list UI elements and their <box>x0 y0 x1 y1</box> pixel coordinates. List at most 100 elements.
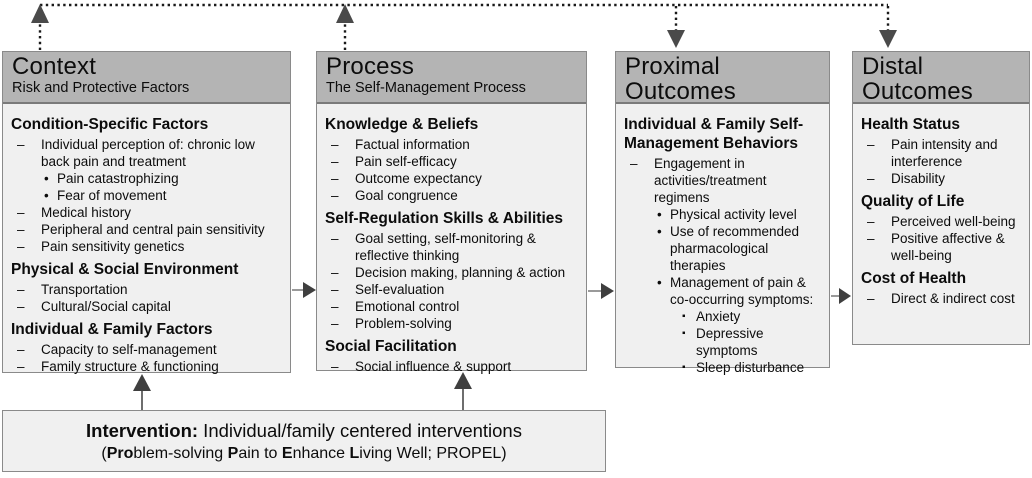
panel-context-header: Context Risk and Protective Factors <box>3 52 290 104</box>
text-segment: L <box>349 444 360 462</box>
list-item: –Goal congruence <box>325 187 580 204</box>
list-item-text: Pain intensity and interference <box>891 137 998 169</box>
intervention-acronym-line: (Problem-solving Pain to Enhance Living … <box>101 443 506 464</box>
bullet-marker: – <box>867 291 875 306</box>
list-item: – Pain self-efficacy <box>325 153 580 170</box>
list-item: – Engagement in activities/treatment regi… <box>624 155 823 206</box>
list-item: – Cultural/Social capital <box>11 298 284 315</box>
bullet-marker: – <box>331 316 339 331</box>
list-item-text: Goal setting, self-monitoring & reflecti… <box>355 231 536 263</box>
bullet-marker: – <box>331 282 339 297</box>
panel-process: Process The Self-Management Process Know… <box>316 51 587 374</box>
panel-process-body: Knowledge & Beliefs–Factual information–… <box>317 104 586 379</box>
bullet-marker: – <box>630 156 638 171</box>
bullet-marker: – <box>331 265 339 280</box>
list-item: ▪ Depressive symptoms <box>624 325 823 359</box>
bullet-marker: • <box>657 207 662 222</box>
section-heading: Cost of Health <box>861 270 967 287</box>
bullet-marker: • <box>657 275 662 290</box>
bullet-marker: – <box>867 231 875 246</box>
bullet-marker: – <box>17 137 25 152</box>
list-item-text: Perceived well-being <box>891 214 1016 229</box>
list-item: – Capacity to self-management <box>11 341 284 358</box>
list-item: –Transportation <box>11 281 284 298</box>
list-item-text: Physical activity level <box>670 207 797 222</box>
bullet-marker: – <box>867 171 875 186</box>
section-heading: Individual & Family Factors <box>11 321 213 338</box>
list-item: ▪Anxiety <box>624 308 823 325</box>
list-item: –Medical history <box>11 204 284 221</box>
list-item: –Goal setting, self-monitoring & reflect… <box>325 230 580 264</box>
list-item-text: Factual information <box>355 137 470 152</box>
bullet-marker: – <box>17 299 25 314</box>
panel-distal-outcomes-header: Distal Outcomes <box>853 52 1029 104</box>
bullet-marker: ▪ <box>682 311 686 322</box>
list-item-text: Capacity to self-management <box>41 342 217 357</box>
panel-title: Proximal Outcomes <box>625 53 736 104</box>
text-segment: iving Well; PROPEL) <box>359 444 507 462</box>
list-item-text: Decision making, planning & action <box>355 265 566 280</box>
list-item: –Family structure & functioning <box>11 358 284 375</box>
up-arrowhead-process <box>336 4 354 23</box>
list-item: – Emotional control <box>325 298 580 315</box>
text-segment: Intervention: <box>86 419 199 441</box>
list-item-text: Self-evaluation <box>355 282 445 297</box>
list-item-text: Pain self-efficacy <box>355 154 457 169</box>
list-item: •Pain catastrophizing <box>11 170 284 187</box>
bullet-marker: – <box>17 342 25 357</box>
bullet-marker: – <box>867 214 875 229</box>
panel-title: Context <box>12 53 97 80</box>
section-heading: Knowledge & Beliefs <box>325 116 479 133</box>
list-item-text: Engagement in activities/treatment regim… <box>654 156 767 205</box>
panel-context: Context Risk and Protective Factors Cond… <box>2 51 291 375</box>
list-item-text: Pain catastrophizing <box>57 171 179 186</box>
list-item: • Management of pain & co-occurring sympt… <box>624 274 823 308</box>
bullet-marker: – <box>331 137 339 152</box>
list-item-text: Depressive symptoms <box>696 326 764 358</box>
list-item-text: Emotional control <box>355 299 460 314</box>
section-heading: Social Facilitation <box>325 338 457 355</box>
panel-title: Process <box>326 53 415 80</box>
list-item-text: Fear of movement <box>57 188 167 203</box>
panel-title: Distal Outcomes <box>862 53 973 104</box>
bullet-marker: • <box>44 188 49 203</box>
text-segment: Pro <box>106 444 134 462</box>
text-segment: ( <box>101 444 107 462</box>
bullet-marker: – <box>331 299 339 314</box>
list-item-text: Outcome expectancy <box>355 171 482 186</box>
panel-distal-outcomes: Distal Outcomes Health Status–Pain inten… <box>852 51 1030 345</box>
text-segment: blem-solving <box>133 444 228 462</box>
text-segment: nhance <box>292 444 350 462</box>
list-item-text: Goal congruence <box>355 188 458 203</box>
list-item: –Peripheral and central pain sensitivity <box>11 221 284 238</box>
section-heading: Condition-Specific Factors <box>11 116 209 133</box>
list-item-text: Family structure & functioning <box>41 359 219 374</box>
bullet-marker: – <box>331 154 339 169</box>
list-item-text: Individual perception of: chronic low ba… <box>41 137 255 169</box>
list-item: ▪Sleep disturbance <box>624 359 823 376</box>
list-item: – Decision making, planning & action <box>325 264 580 281</box>
text-segment: E <box>281 444 293 462</box>
list-item: –Disability <box>861 170 1023 187</box>
text-segment: Individual/family centered interventions <box>198 419 522 441</box>
list-item: – Individual perception of: chronic low b… <box>11 136 284 170</box>
list-item: –Pain sensitivity genetics <box>11 238 284 255</box>
panel-proximal-outcomes: Proximal Outcomes Individual & Family Se… <box>615 51 830 375</box>
bullet-marker: ▪ <box>682 328 686 339</box>
up-arrowhead-context <box>31 4 49 23</box>
panel-process-header: Process The Self-Management Process <box>317 52 586 104</box>
arrow-context-to-process-head <box>303 282 316 298</box>
list-item-text: Cultural/Social capital <box>41 299 171 314</box>
feedback-arrowheads <box>31 4 897 48</box>
panel-proximal-outcomes-header: Proximal Outcomes <box>616 52 829 104</box>
list-item-text: Sleep disturbance <box>696 360 805 375</box>
panel-subtitle: Risk and Protective Factors <box>12 80 190 96</box>
section-heading: Self-Regulation Skills & Abilities <box>325 210 563 227</box>
list-item-text: Management of pain & co-occurring sympto… <box>670 275 814 307</box>
list-item-text: Transportation <box>41 282 128 297</box>
list-item: – Self-evaluation <box>325 281 580 298</box>
list-item-text: Medical history <box>41 205 132 220</box>
down-arrowhead-distal <box>879 30 897 48</box>
list-item-text: Positive affective & well-being <box>891 231 1005 263</box>
